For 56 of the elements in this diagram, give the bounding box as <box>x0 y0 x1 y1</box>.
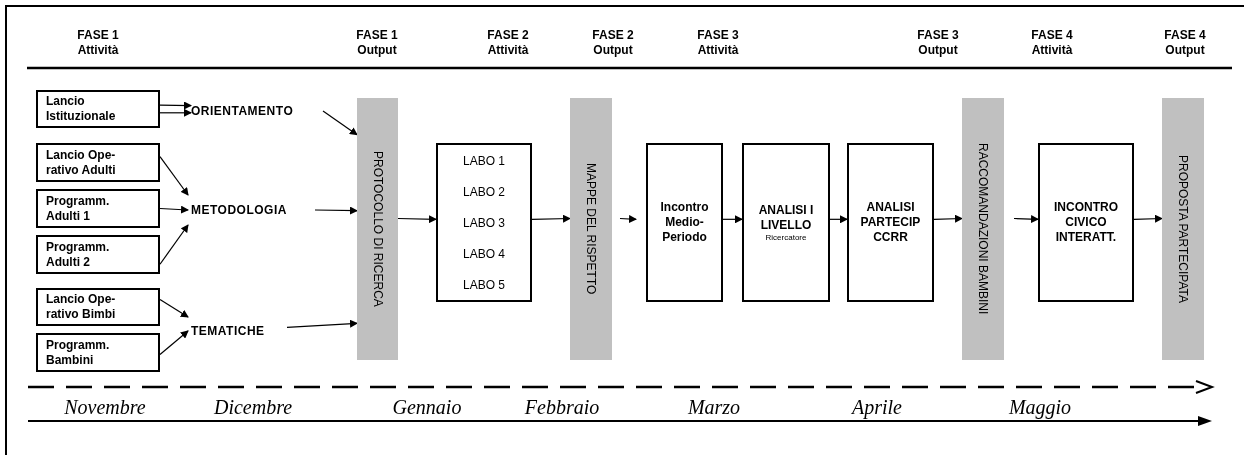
arrow <box>159 101 192 110</box>
output-bar: PROTOCOLLO DI RICERCA <box>357 98 398 360</box>
month-label: Gennaio <box>391 395 463 419</box>
arrow <box>286 319 358 328</box>
lab-item: LABO 4 <box>463 245 505 263</box>
phase-heading: FASE 3 Attività <box>696 28 740 58</box>
arrow <box>1133 214 1163 223</box>
output-bar: MAPPE DEL RISPETTO <box>570 98 612 360</box>
arrow <box>722 215 743 224</box>
topic-label: ORIENTAMENTO <box>191 102 319 120</box>
phase-heading: FASE 3 Output <box>916 28 960 58</box>
activity-box: Incontro Medio- Periodo <box>646 143 723 302</box>
arrow <box>159 108 192 117</box>
phase-heading: FASE 2 Output <box>591 28 635 58</box>
phase-heading: FASE 1 Output <box>355 28 399 58</box>
activity-box: ANALISI I LIVELLO Ricercatore <box>742 143 830 302</box>
arrow <box>1013 215 1039 224</box>
arrow <box>159 330 189 356</box>
arrow <box>322 110 358 136</box>
topic-label: TEMATICHE <box>191 322 283 340</box>
activity-box: Programm. Adulti 2 <box>36 235 160 274</box>
month-label: Aprile <box>850 395 903 419</box>
month-label: Novembre <box>63 395 147 419</box>
phase-heading: FASE 4 Attività <box>1030 28 1074 58</box>
month-label: Marzo <box>686 395 742 419</box>
lab-item: LABO 1 <box>463 152 505 170</box>
phase-heading: FASE 4 Output <box>1163 28 1207 58</box>
phase-heading: FASE 2 Attività <box>486 28 530 58</box>
month-label: Maggio <box>1007 395 1073 419</box>
month-label: Febbraio <box>523 395 601 419</box>
activity-box: ANALISI PARTECIP CCRR <box>847 143 934 302</box>
activity-box: Programm. Bambini <box>36 333 160 372</box>
arrow <box>159 156 189 196</box>
lab-item: LABO 2 <box>463 183 505 201</box>
activity-box: Programm. Adulti 1 <box>36 189 160 228</box>
arrow <box>314 206 358 215</box>
output-bar: RACCOMANDAZIONI BAMBINI <box>962 98 1004 360</box>
arrow <box>159 205 189 214</box>
arrow <box>531 214 571 223</box>
arrow <box>933 214 963 223</box>
lab-box <box>436 143 532 302</box>
arrow <box>829 215 848 224</box>
phase-heading: FASE 1 Attività <box>76 28 120 58</box>
activity-box: Lancio Ope- rativo Adulti <box>36 143 160 182</box>
arrow <box>619 215 637 223</box>
arrow <box>159 224 189 265</box>
output-bar: PROPOSTA PARTECIPATA <box>1162 98 1204 360</box>
activity-box: INCONTRO CIVICO INTERATT. <box>1038 143 1134 302</box>
activity-box: Lancio Istituzionale <box>36 90 160 128</box>
activity-box: Lancio Ope- rativo Bimbi <box>36 288 160 326</box>
lab-item: LABO 3 <box>463 214 505 232</box>
month-label: Dicembre <box>212 395 294 419</box>
arrow <box>397 215 437 224</box>
arrow <box>159 298 189 318</box>
lab-item: LABO 5 <box>463 276 505 294</box>
topic-label: METODOLOGIA <box>191 201 309 219</box>
